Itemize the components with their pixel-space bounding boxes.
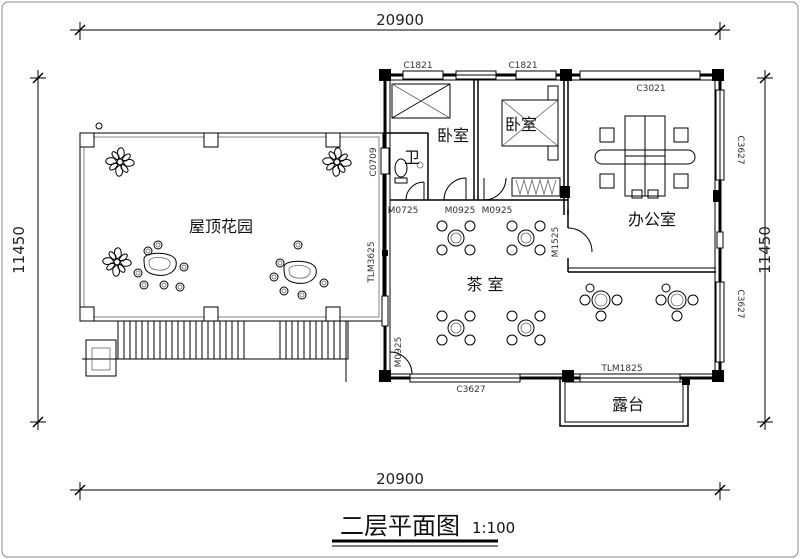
room-label-tea-room: 茶 室 [466, 275, 503, 294]
room-label-roof-garden: 屋顶花园 [189, 217, 253, 236]
bathroom-fixtures [391, 83, 451, 184]
pinwheel-plant-icon [322, 147, 352, 177]
room-label-bedroom-2: 卧室 [505, 115, 537, 134]
code-c3627-right-top: C3627 [735, 135, 745, 164]
dimension-right: 11450 [756, 70, 774, 430]
door-swings [389, 177, 593, 375]
code-c3627-right-bottom: C3627 [735, 289, 745, 318]
office-desk-icon [594, 115, 696, 199]
code-c3021: C3021 [636, 84, 665, 94]
tea-table-icon [579, 283, 623, 322]
code-c1821-right: C1821 [508, 61, 537, 71]
code-tlm3625: TLM3625 [367, 241, 377, 283]
tea-table-icon [506, 220, 546, 256]
code-c3627-bottom: C3627 [456, 385, 485, 395]
code-m0925-c: M0925 [394, 337, 404, 368]
bed-icon [501, 85, 559, 161]
garden-seating-icon [269, 240, 329, 300]
drawing-title-scale: 1:100 [472, 519, 515, 537]
pinwheel-plant-icon [105, 147, 135, 177]
dimension-bottom: 20900 [70, 470, 730, 500]
code-m0925-b: M0925 [482, 206, 513, 216]
room-label-bedroom-1: 卧室 [437, 126, 469, 145]
tea-table-icon [436, 310, 476, 346]
drawing-title: 二层平面图 1:100 [332, 512, 515, 547]
room-label-bathroom: 卫 [404, 148, 420, 167]
building-walls [379, 69, 725, 427]
code-tlm1825: TLM1825 [600, 364, 642, 374]
dimension-bottom-label: 20900 [376, 470, 424, 488]
tea-table-icon [506, 310, 546, 346]
code-c0709: C0709 [369, 147, 379, 176]
tea-table-icon [655, 283, 699, 322]
roof-garden-area [79, 122, 384, 382]
dimension-right-label: 11450 [756, 226, 774, 274]
dimension-top-label: 20900 [376, 11, 424, 29]
dimension-left: 11450 [10, 70, 46, 430]
dimension-left-label: 11450 [10, 226, 28, 274]
dimension-top: 20900 [70, 11, 730, 40]
code-m0725: M0725 [388, 206, 419, 216]
pinwheel-plant-icon [102, 247, 132, 277]
room-label-terrace: 露台 [612, 395, 644, 414]
drawing-title-main: 二层平面图 [340, 512, 460, 540]
wardrobe-icon [511, 177, 561, 197]
code-m1525: M1525 [551, 227, 561, 258]
code-c1821-left: C1821 [403, 61, 432, 71]
code-m0925-a: M0925 [445, 206, 476, 216]
tea-table-icon [436, 220, 476, 256]
room-label-office: 办公室 [628, 210, 676, 229]
garden-seating-icon [133, 240, 189, 292]
